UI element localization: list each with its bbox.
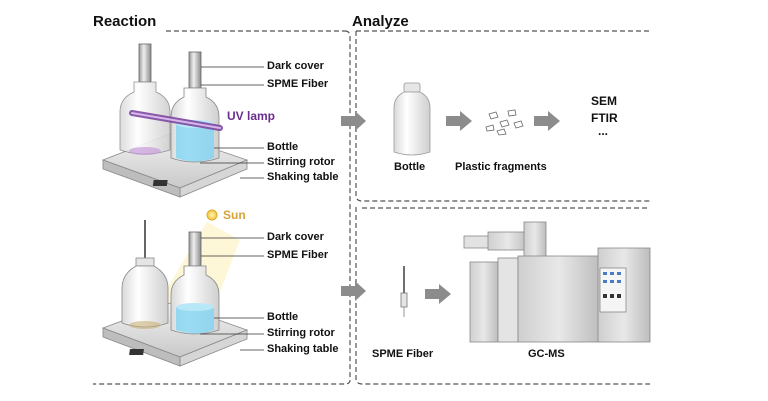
sun-bottle-left [121,220,169,329]
uv-label-spme-fiber: SPME Fiber [267,78,329,90]
method-ftir: FTIR [591,111,618,125]
arrow-icon [341,111,560,304]
sun-bottle-right [170,231,220,335]
sun-label-shaking-table: Shaking table [267,343,339,355]
section-title-reaction: Reaction [93,13,157,30]
uv-label-stirring-rotor: Stirring rotor [267,156,335,168]
uv-label-dark-cover: Dark cover [267,60,324,72]
sun-label-spme-fiber: SPME Fiber [267,249,329,261]
sun-icon [206,209,218,221]
uv-bottle-right [170,51,220,163]
uv-lamp-label: UV lamp [227,109,276,123]
gc-ms-instrument [463,221,651,343]
plastic-fragments-label: Plastic fragments [455,161,547,173]
analysis-bottle [393,82,431,156]
dashed-frames [93,30,650,385]
sun-label-stirring-rotor: Stirring rotor [267,327,335,339]
uv-leader-lines [200,66,264,179]
uv-lamp-icon [129,110,223,131]
uv-label-bottle: Bottle [267,141,299,153]
gc-ms-label: GC-MS [528,348,565,360]
spme-fiber-icon [400,266,408,317]
sun-leader-lines [200,237,264,351]
method-ellipsis: ... [598,124,609,138]
sun-label-bottle: Bottle [267,311,299,323]
analysis-bottle-label: Bottle [394,161,426,173]
spme-fiber-label: SPME Fiber [372,348,434,360]
section-title-analyze: Analyze [352,13,409,30]
sun-label: Sun [223,208,246,222]
uv-bottle-left [119,43,171,155]
uv-label-shaking-table: Shaking table [267,171,339,183]
sun-label-dark-cover: Dark cover [267,231,324,243]
method-sem: SEM [591,94,618,108]
plastic-fragments-icon [485,109,524,136]
